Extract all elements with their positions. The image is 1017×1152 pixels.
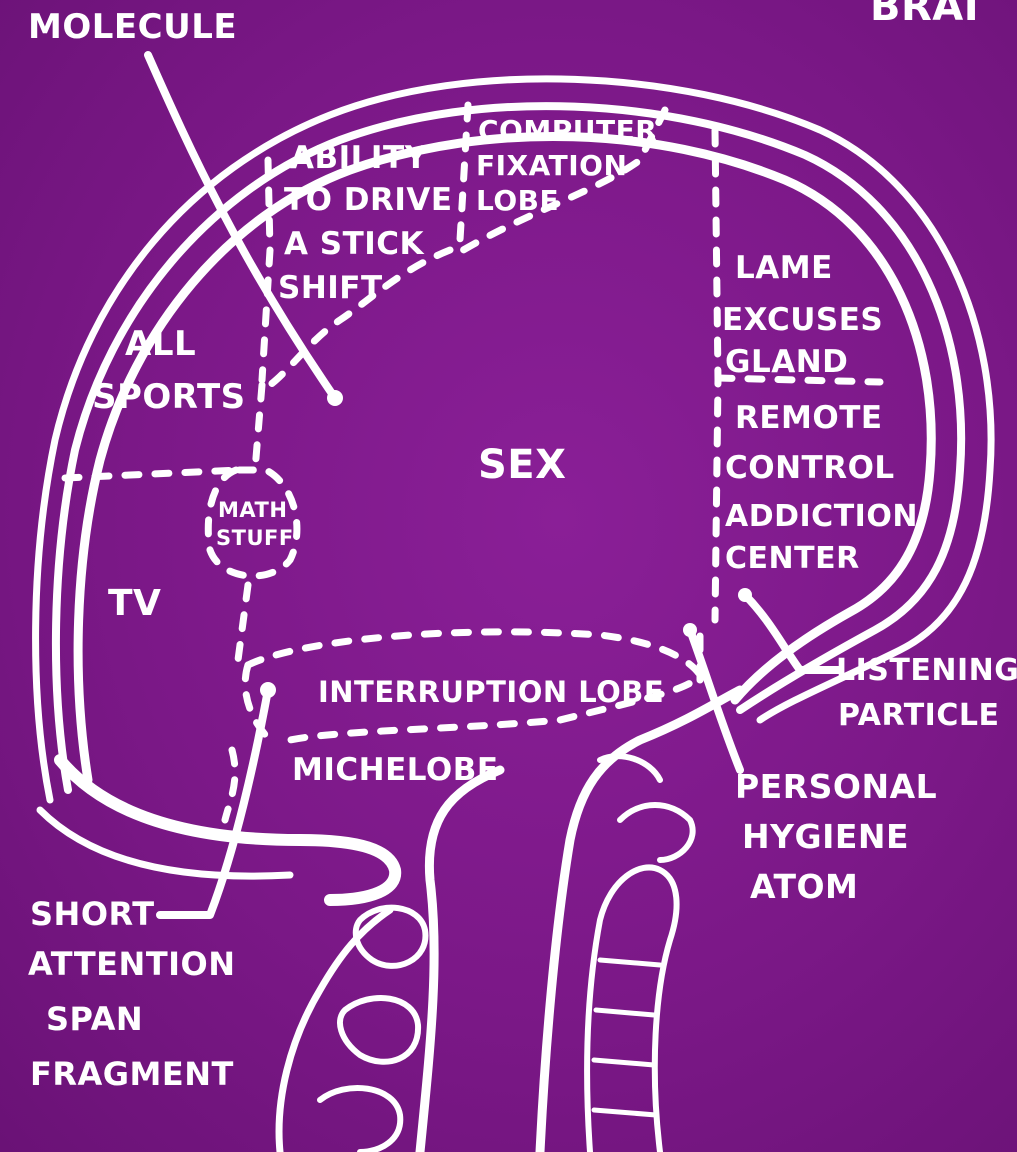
molecule-dot xyxy=(327,390,343,406)
computer-fixation-lobe-line1: COMPUTER xyxy=(478,114,657,147)
short-attention-span-line3: SPAN xyxy=(46,1000,143,1038)
all-sports-line1: ALL xyxy=(125,324,196,364)
short-attention-span-line4: FRAGMENT xyxy=(30,1055,234,1093)
sex-label: SEX xyxy=(478,442,566,488)
stick-shift-line3: A STICK xyxy=(284,226,425,262)
lame-excuses-gland-line1: LAME xyxy=(735,250,833,286)
remote-control-line2: CONTROL xyxy=(725,450,895,486)
personal-hygiene-atom-line1: PERSONAL xyxy=(735,767,937,806)
remote-control-line1: REMOTE xyxy=(735,400,883,436)
personal-hygiene-atom-line2: HYGIENE xyxy=(742,817,909,856)
listening-particle-line1: LISTENING xyxy=(836,653,1017,688)
labels: BRAI MOLECULE COMPUTER FIXATION LOBE ABI… xyxy=(28,0,1017,1093)
short-attention-span-line2: ATTENTION xyxy=(28,945,236,983)
lame-excuses-gland-line2: EXCUSES xyxy=(722,302,883,338)
michelobe-label: MICHELOBE xyxy=(292,752,499,788)
remote-control-line3: ADDICTION xyxy=(725,499,918,534)
personal-hygiene-atom-line3: ATOM xyxy=(750,867,858,906)
listening-particle-line2: PARTICLE xyxy=(838,698,999,733)
lame-excuses-gland-line3: GLAND xyxy=(725,344,848,380)
stick-shift-line2: TO DRIVE xyxy=(284,182,453,218)
computer-fixation-lobe-line3: LOBE xyxy=(476,184,559,217)
math-stuff-line1: MATH xyxy=(218,498,287,522)
remote-control-line4: CENTER xyxy=(725,541,860,576)
attention-dot xyxy=(260,682,276,698)
short-attention-span-line1: SHORT xyxy=(30,895,155,933)
math-stuff-line2: STUFF xyxy=(216,526,294,550)
stick-shift-line4: SHIFT xyxy=(278,270,383,306)
interruption-lobe-label: INTERRUPTION LOBE xyxy=(318,675,664,709)
hygiene-dot xyxy=(683,623,697,637)
computer-fixation-lobe-line2: FIXATION xyxy=(476,149,627,182)
tv-label: TV xyxy=(108,583,161,624)
stick-shift-line1: ABILITY xyxy=(290,140,428,176)
header-fragment: BRAI xyxy=(870,0,979,30)
listening-dot xyxy=(738,588,752,602)
molecule-label: MOLECULE xyxy=(28,7,237,47)
all-sports-line2: SPORTS xyxy=(92,377,246,417)
